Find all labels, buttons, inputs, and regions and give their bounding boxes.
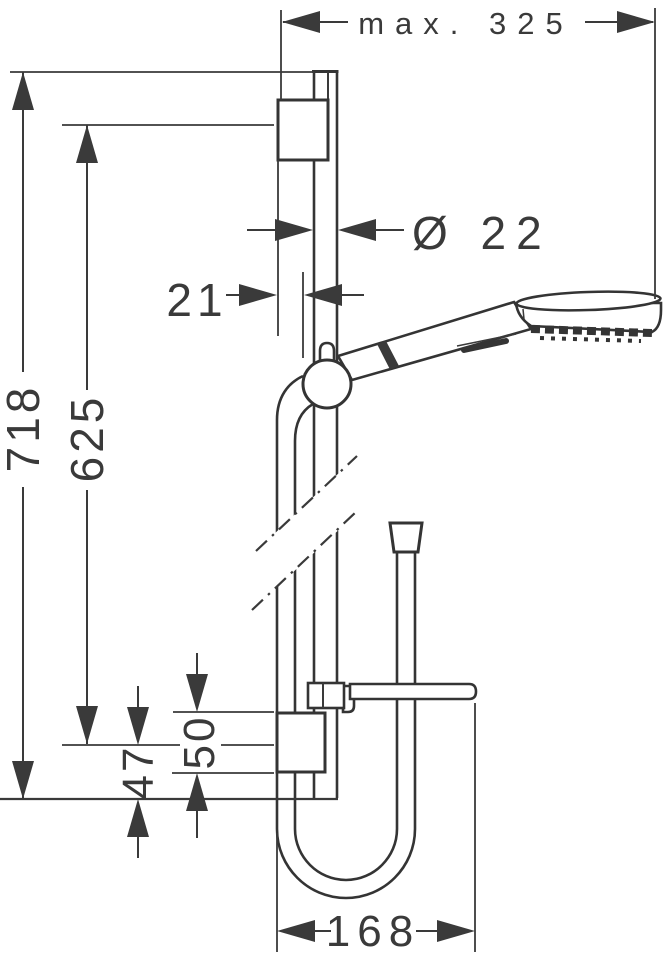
shelf-bar bbox=[348, 682, 478, 701]
dimension-bracket-height: 50 bbox=[172, 653, 274, 838]
bar-diameter-label: Ø 22 bbox=[412, 207, 552, 259]
bottom-offset-label: 47 bbox=[114, 745, 163, 800]
wall-bracket-bottom bbox=[275, 711, 327, 774]
slider-holder bbox=[301, 341, 353, 410]
spray-nozzles-row2 bbox=[539, 336, 642, 343]
hole-distance-label: 625 bbox=[61, 394, 113, 483]
hand-shower bbox=[336, 290, 663, 382]
slider-body bbox=[306, 681, 346, 710]
bracket-height-label: 50 bbox=[175, 715, 224, 770]
handle-grip-ring bbox=[377, 341, 399, 370]
shower-hose bbox=[275, 374, 417, 900]
total-height-label: 718 bbox=[0, 384, 49, 473]
spray-nozzles-row1 bbox=[530, 325, 653, 337]
break-line-lower bbox=[251, 510, 358, 611]
hose-loop-width-label: 168 bbox=[326, 907, 420, 956]
dimension-wall-offset: 21 bbox=[166, 160, 364, 358]
dimension-total-height: 718 bbox=[0, 71, 314, 799]
dimension-bottom-offset: 47 bbox=[62, 686, 274, 858]
shower-rail bbox=[312, 70, 339, 798]
break-gap bbox=[251, 456, 357, 611]
select-button bbox=[461, 338, 509, 353]
shower-head-rim bbox=[515, 290, 662, 312]
break-symbol bbox=[251, 455, 358, 611]
holder-ring bbox=[301, 358, 353, 410]
wall-bracket-top bbox=[276, 98, 330, 162]
wall-offset-label: 21 bbox=[166, 274, 227, 326]
head-joint-notch bbox=[522, 308, 525, 320]
max-width-label: max. 325 bbox=[358, 6, 574, 41]
dimension-bar-diameter: Ø 22 bbox=[247, 207, 552, 259]
dimension-max-width: max. 325 bbox=[280, 6, 656, 299]
break-line-upper bbox=[255, 455, 358, 552]
hose-connector-nut bbox=[388, 521, 424, 554]
lower-slider-and-shelf bbox=[306, 681, 478, 714]
dimension-hole-distance: 625 bbox=[61, 124, 274, 744]
dimension-hose-loop-width: 168 bbox=[276, 703, 476, 956]
select-button-line bbox=[456, 333, 517, 347]
